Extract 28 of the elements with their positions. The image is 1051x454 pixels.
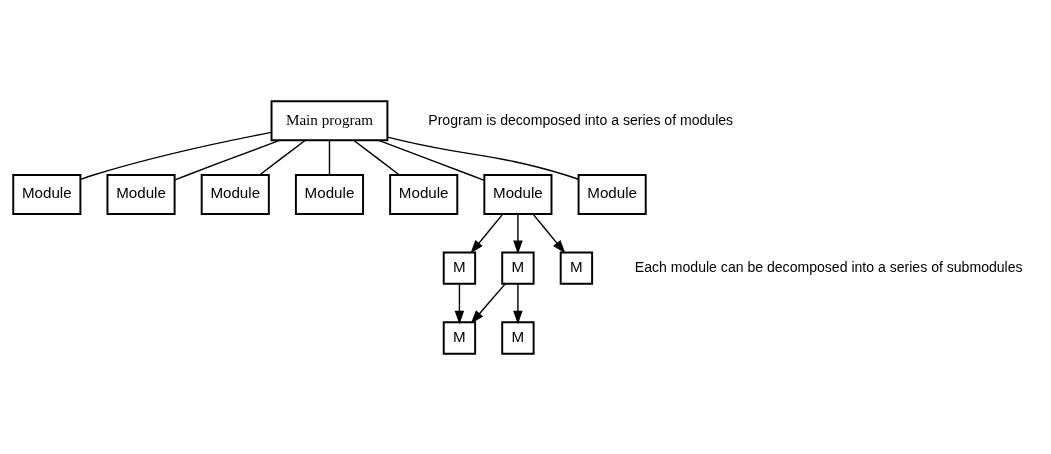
connector [378,139,485,181]
connector [328,139,331,175]
arrow [513,213,523,254]
connector [353,139,400,175]
label: Each module can be decomposed into a series of submodules [634,258,1023,275]
connector [386,135,579,180]
arrow [454,282,465,324]
node-box: Module [389,173,459,215]
arrow [470,213,504,254]
node-box: M [501,320,535,355]
arrow [470,282,506,324]
node-box: Module [483,173,553,215]
node-box: M [442,250,477,285]
node-box: Module [294,173,365,215]
node-box: M [501,250,535,285]
node-box: Module [577,173,647,215]
connector [259,139,306,175]
node-box: M [559,250,594,285]
arrow [513,282,523,324]
connector [79,131,272,180]
label: Program is decomposed into a series of modules [428,111,734,128]
node-box: M [442,320,477,355]
connector [174,139,281,181]
node-box: Module [12,173,82,215]
node-box: Module [200,173,270,215]
node-box: Module [106,173,176,215]
arrow [532,213,566,254]
node-box: Main program [270,99,389,141]
